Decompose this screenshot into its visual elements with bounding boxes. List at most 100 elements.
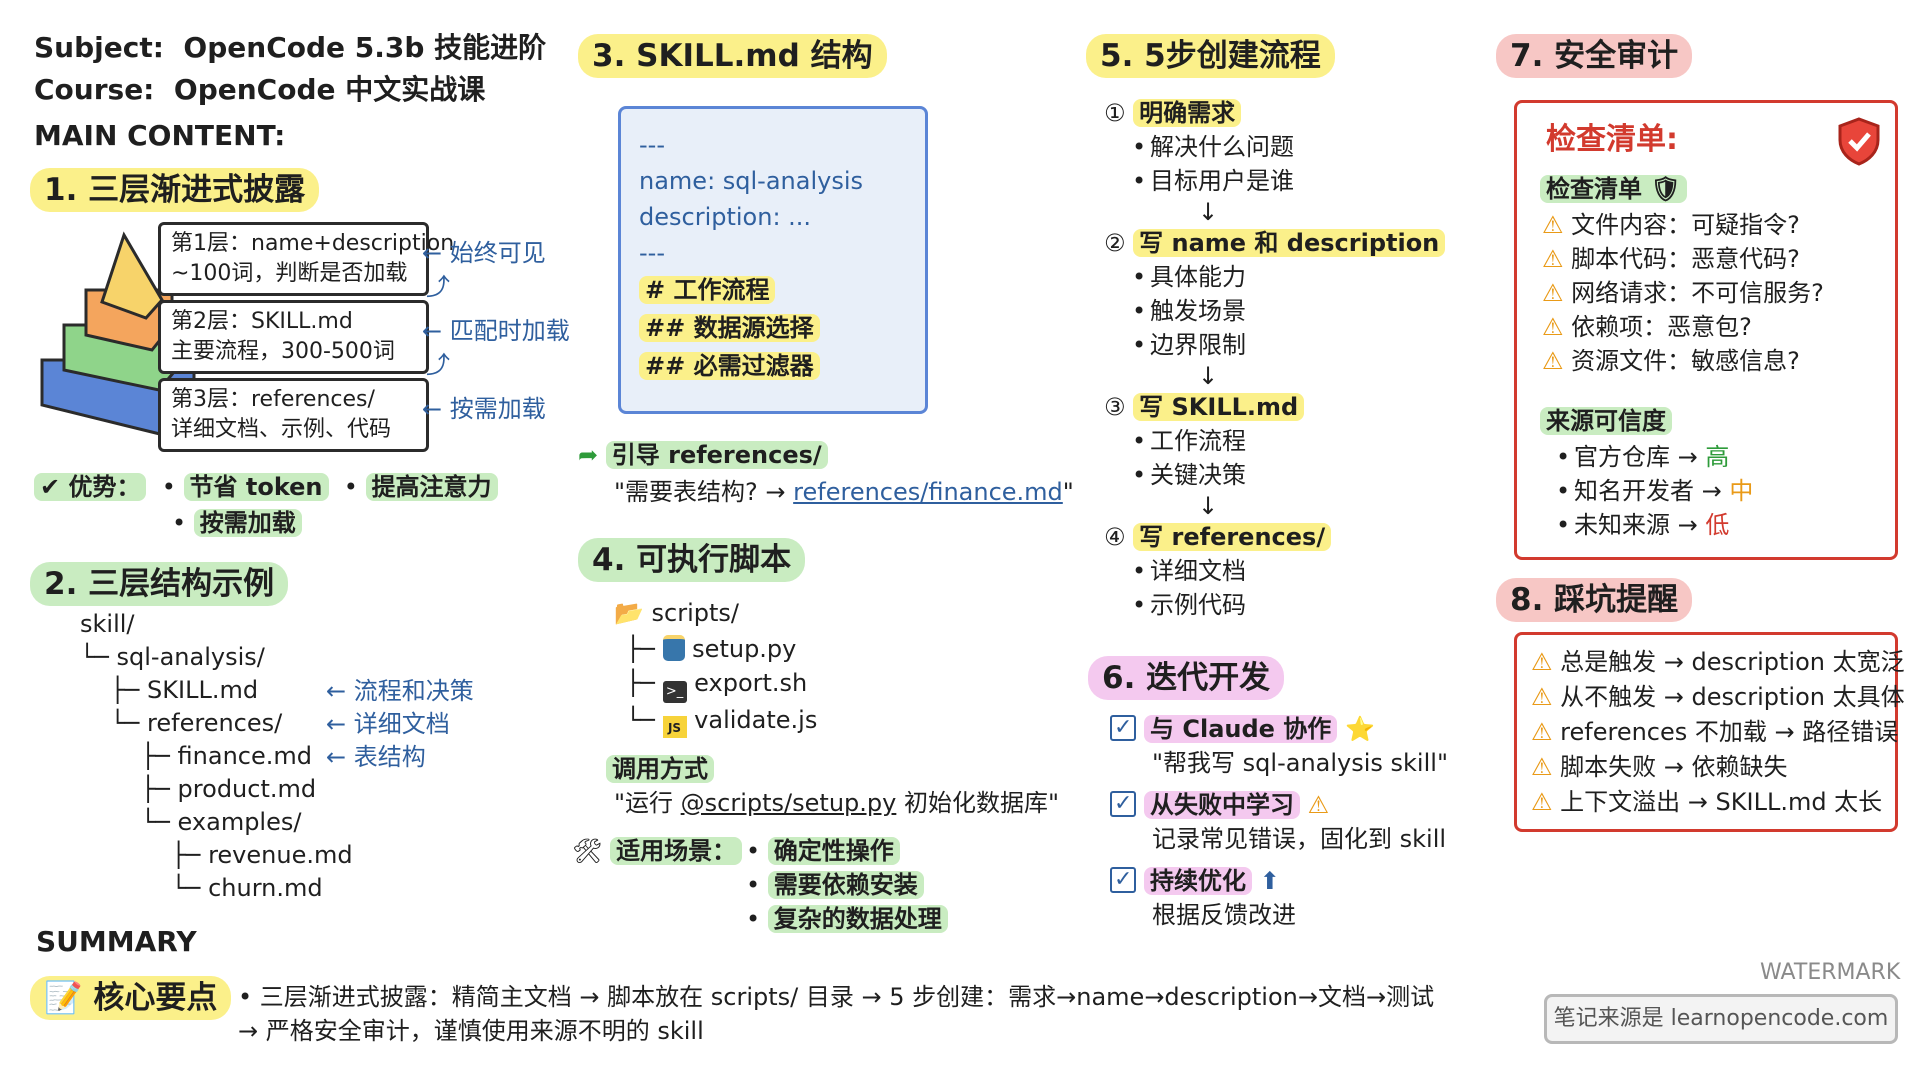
source-label: 来源可信度 bbox=[1540, 407, 1672, 435]
tree-line: skill/ bbox=[80, 610, 135, 638]
layer1-card: 第1层：name+description ~100词，判断是否加载 bbox=[158, 222, 455, 296]
section6-title: 6. 迭代开发 bbox=[1088, 656, 1285, 700]
down-arrow-icon: ↓ bbox=[1198, 362, 1219, 390]
course-value: OpenCode 中文实战课 bbox=[173, 73, 486, 106]
tree-line: └─ churn.md bbox=[80, 874, 323, 902]
tools-icon: 🛠 bbox=[572, 837, 603, 865]
section5-title: 5. 5步创建流程 bbox=[1086, 34, 1335, 78]
guide-link[interactable]: references/finance.md bbox=[793, 478, 1063, 506]
check-item: ⚠ 依赖项：恶意包? bbox=[1542, 313, 1752, 341]
checkbox-icon bbox=[1110, 863, 1136, 897]
advantages-row: ✔ 优势： • 节省 token • 提高注意力 bbox=[34, 470, 498, 504]
source-item: 知名开发者 → 中 bbox=[1554, 474, 1753, 508]
advantages-row2: • 按需加载 bbox=[172, 506, 302, 540]
check-item: ⚠ 网络请求：不可信服务? bbox=[1542, 279, 1824, 307]
section8-title: 8. 踩坑提醒 bbox=[1496, 578, 1693, 622]
check-item: ⚠ 文件内容：可疑指令? bbox=[1542, 211, 1800, 239]
check-item: ⚠ 脚本代码：恶意代码? bbox=[1542, 245, 1800, 273]
summary-heading: SUMMARY bbox=[36, 925, 197, 958]
code-heading: ## 数据源选择 bbox=[639, 309, 907, 347]
code-heading: ## 必需过滤器 bbox=[639, 347, 907, 385]
warning-icon: ⚠ bbox=[1542, 245, 1564, 273]
source-list: 官方仓库 → 高 知名开发者 → 中 未知来源 → 低 bbox=[1554, 440, 1753, 542]
layer1-desc: ~100词，判断是否加载 bbox=[171, 261, 408, 286]
pyramid-icon bbox=[40, 231, 196, 437]
code-line: name: sql-analysis bbox=[639, 167, 864, 195]
shield-check-icon bbox=[1838, 117, 1880, 166]
guide-row: ➦ 引导 references/ bbox=[578, 438, 828, 472]
section7-title: 7. 安全审计 bbox=[1496, 34, 1693, 78]
course-line: Course: OpenCode 中文实战课 bbox=[34, 68, 485, 112]
summary-line1: • 三层渐进式披露：精简主文档 → 脚本放在 scripts/ 目录 → 5 步… bbox=[238, 983, 1435, 1011]
iteration-desc: 记录常见错误，固化到 skill bbox=[1152, 825, 1447, 853]
tree-line: ├─ product.md bbox=[80, 775, 317, 803]
step-header: ③ 写 SKILL.md bbox=[1104, 390, 1445, 424]
arrow-left-icon: ← bbox=[326, 743, 354, 771]
iteration-desc: "帮我写 sql-analysis skill" bbox=[1152, 749, 1448, 777]
layer2-desc: 主要流程，300-500词 bbox=[171, 339, 395, 364]
code-line: --- bbox=[639, 131, 665, 159]
folder-icon: 📂 bbox=[614, 599, 644, 627]
terminal-icon: >_ bbox=[662, 681, 687, 703]
warning-icon: ⚠ bbox=[1542, 211, 1564, 239]
tree-note-skillmd: ← 流程和决策 bbox=[326, 677, 474, 705]
pitfall-item: ⚠ 从不触发 → description 太具体 bbox=[1531, 683, 1905, 711]
checklist-label-row: 检查清单 🛡 bbox=[1540, 172, 1687, 206]
course-label: Course: bbox=[34, 73, 155, 106]
subject-value: OpenCode 5.3b 技能进阶 bbox=[183, 31, 547, 64]
iteration-desc: 根据反馈改进 bbox=[1152, 901, 1296, 929]
step-item: 示例代码 bbox=[1130, 588, 1445, 622]
step-item: 解决什么问题 bbox=[1130, 130, 1445, 164]
iteration-item: 与 Claude 协作 ⭐ bbox=[1110, 711, 1448, 746]
source-label-row: 来源可信度 bbox=[1540, 404, 1672, 438]
iteration-list: 与 Claude 协作 ⭐ "帮我写 sql-analysis skill" 从… bbox=[1110, 711, 1448, 932]
arrow-left-icon: ← bbox=[422, 317, 450, 345]
curve-arrow-icon: ⤴ bbox=[426, 273, 450, 301]
warning-icon: ⚠ bbox=[1531, 648, 1553, 676]
down-arrow-icon: ↓ bbox=[1198, 198, 1219, 226]
layer2-card: 第2层：SKILL.md 主要流程，300-500词 bbox=[158, 300, 429, 374]
warning-icon: ⚠ bbox=[1542, 279, 1564, 307]
curve-arrow-icon: ➦ bbox=[578, 441, 599, 469]
checkbox-icon bbox=[1110, 711, 1136, 745]
check-item: ⚠ 资源文件：敏感信息? bbox=[1542, 347, 1800, 375]
check-icon: ✔ bbox=[40, 473, 61, 501]
checkbox-icon bbox=[1110, 787, 1136, 821]
section3-title: 3. SKILL.md 结构 bbox=[578, 34, 887, 78]
pitfall-item: ⚠ 总是触发 → description 太宽泛 bbox=[1531, 648, 1905, 676]
layer3-card: 第3层：references/ 详细文档、示例、代码 bbox=[158, 378, 429, 452]
warning-icon: ⚠ bbox=[1542, 313, 1564, 341]
star-icon: ⭐ bbox=[1344, 715, 1375, 743]
arrow-left-icon: ← bbox=[326, 677, 354, 705]
down-arrow-icon: ↓ bbox=[1198, 492, 1219, 520]
step-item: 边界限制 bbox=[1130, 328, 1445, 362]
warning-icon: ⚠ bbox=[1531, 753, 1553, 781]
section2-title: 2. 三层结构示例 bbox=[30, 562, 289, 606]
scenes-label-row: 🛠 适用场景： bbox=[572, 834, 743, 868]
skillmd-code-box: --- name: sql-analysis description: ... … bbox=[618, 106, 928, 414]
security-checks: ⚠ 文件内容：可疑指令? ⚠ 脚本代码：恶意代码? ⚠ 网络请求：不可信服务? … bbox=[1542, 208, 1824, 378]
arrow-up-icon: ⬆ bbox=[1259, 867, 1280, 895]
warning-icon: ⚠ bbox=[1307, 791, 1330, 819]
layer3-note: ← 按需加载 bbox=[422, 395, 546, 423]
warning-icon: ⚠ bbox=[1542, 347, 1564, 375]
layer1-title: 第1层：name+description bbox=[171, 231, 455, 256]
tree-note-references: ← 详细文档 bbox=[326, 710, 450, 738]
memo-icon: 📝 bbox=[44, 980, 83, 1016]
source-item: 官方仓库 → 高 bbox=[1554, 440, 1753, 474]
pitfall-item: ⚠ 脚本失败 → 依赖缺失 bbox=[1531, 753, 1788, 781]
step-header: ④ 写 references/ bbox=[1104, 520, 1445, 554]
section1-title: 1. 三层渐进式披露 bbox=[30, 168, 320, 212]
folder-row: 📂 scripts/ bbox=[614, 596, 739, 630]
scene-item: • 确定性操作 bbox=[746, 834, 948, 868]
subject-label: Subject: bbox=[34, 31, 164, 64]
curve-arrow-icon: ⤴ bbox=[426, 351, 450, 379]
step-item: 具体能力 bbox=[1130, 260, 1445, 294]
file-tree: skill/ └─ sql-analysis/ ├─ SKILL.md └─ r… bbox=[80, 608, 353, 905]
call-link[interactable]: @scripts/setup.py bbox=[680, 789, 897, 817]
script-file-list: ├─ setup.py ├─ >_ export.sh └─ JS valida… bbox=[626, 632, 817, 738]
call-label: 调用方式 bbox=[606, 755, 714, 783]
script-file: └─ JS validate.js bbox=[626, 703, 817, 738]
advantage-item: 提高注意力 bbox=[365, 473, 498, 501]
code-line: description: ... bbox=[639, 203, 812, 231]
